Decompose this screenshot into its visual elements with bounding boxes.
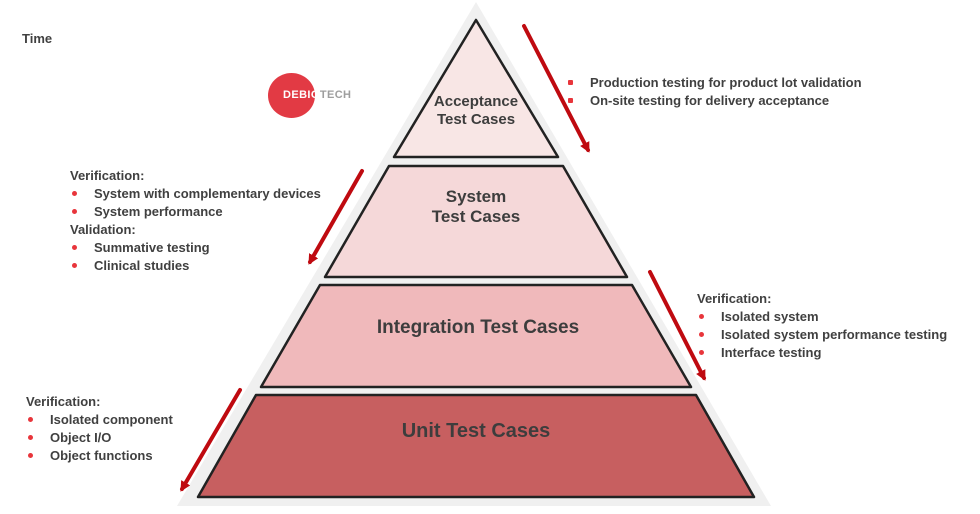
bullet-icon	[699, 350, 704, 355]
list-item: Summative testing	[70, 239, 321, 257]
list-item-label: Isolated component	[50, 412, 173, 427]
list-item: Object functions	[26, 447, 173, 465]
list-item-label: Isolated system	[721, 309, 819, 324]
label-line: Test Cases	[431, 207, 521, 226]
verification-heading: Verification:	[26, 394, 101, 409]
debiotech-logo: DEBIOTECH	[268, 73, 351, 119]
list-item-label: Summative testing	[94, 240, 210, 255]
list-item-label: System performance	[94, 204, 223, 219]
bullet-icon	[568, 80, 573, 85]
bullet-icon	[72, 245, 77, 250]
logo-text-primary: DEBIO	[283, 89, 320, 101]
list-item: System with complementary devices	[70, 185, 321, 203]
arrow-left-bottom-icon	[180, 388, 242, 492]
list-item: On-site testing for delivery acceptance	[566, 92, 862, 110]
list-item: Interface testing	[697, 344, 947, 362]
arrow-top-right-icon	[522, 24, 590, 153]
bullet-icon	[568, 98, 573, 103]
logo-text-secondary: TECH	[319, 89, 352, 101]
label-line: Acceptance	[433, 93, 519, 110]
label-line: System	[445, 187, 507, 206]
bullet-icon	[72, 209, 77, 214]
bullet-icon	[699, 314, 704, 319]
list-item: Isolated component	[26, 411, 173, 429]
integration-annotations: Verification: Isolated system Isolated s…	[697, 290, 947, 362]
label-line: Integration Test Cases	[376, 317, 580, 338]
list-item-label: System with complementary devices	[94, 186, 321, 201]
list-item: Production testing for product lot valid…	[566, 74, 862, 92]
arrow-right-middle-icon	[648, 270, 706, 381]
time-axis-label: Time	[22, 31, 53, 46]
level-system-shape	[323, 164, 629, 279]
system-annotations: Verification: System with complementary …	[70, 167, 321, 275]
logo-circle-icon	[268, 73, 315, 118]
list-item: Isolated system	[697, 308, 947, 326]
bullet-icon	[28, 453, 33, 458]
label-line: Unit Test Cases	[401, 420, 551, 442]
list-item: Isolated system performance testing	[697, 326, 947, 344]
validation-heading: Validation:	[70, 222, 136, 237]
logo-text: DEBIOTECH	[283, 89, 351, 101]
list-item-label: Object functions	[50, 448, 153, 463]
list-item: Clinical studies	[70, 257, 321, 275]
list-item-label: Object I/O	[50, 430, 112, 445]
acceptance-annotations: Production testing for product lot valid…	[566, 74, 862, 110]
list-item-label: Isolated system performance testing	[721, 327, 948, 342]
verification-heading: Verification:	[70, 168, 145, 183]
list-item-label: Production testing for product lot valid…	[590, 75, 862, 90]
unit-level-label: Unit Test Cases	[276, 420, 676, 443]
list-item-label: Clinical studies	[94, 258, 190, 273]
verification-heading: Verification:	[697, 291, 772, 306]
list-item-label: On-site testing for delivery acceptance	[590, 93, 830, 108]
bullet-icon	[72, 191, 77, 196]
level-acceptance-shape	[392, 18, 560, 159]
list-item: System performance	[70, 203, 321, 221]
integration-level-label: Integration Test Cases	[326, 317, 630, 339]
level-integration-shape	[259, 283, 693, 389]
arrow-left-middle-icon	[308, 169, 364, 265]
bullet-icon	[72, 263, 77, 268]
unit-annotations: Verification: Isolated component Object …	[26, 393, 173, 465]
bullet-icon	[28, 435, 33, 440]
bullet-icon	[28, 417, 33, 422]
bullet-icon	[699, 332, 704, 337]
list-item: Object I/O	[26, 429, 173, 447]
level-unit-shape	[196, 393, 756, 499]
list-item-label: Interface testing	[721, 345, 822, 360]
label-line: Test Cases	[436, 111, 516, 128]
